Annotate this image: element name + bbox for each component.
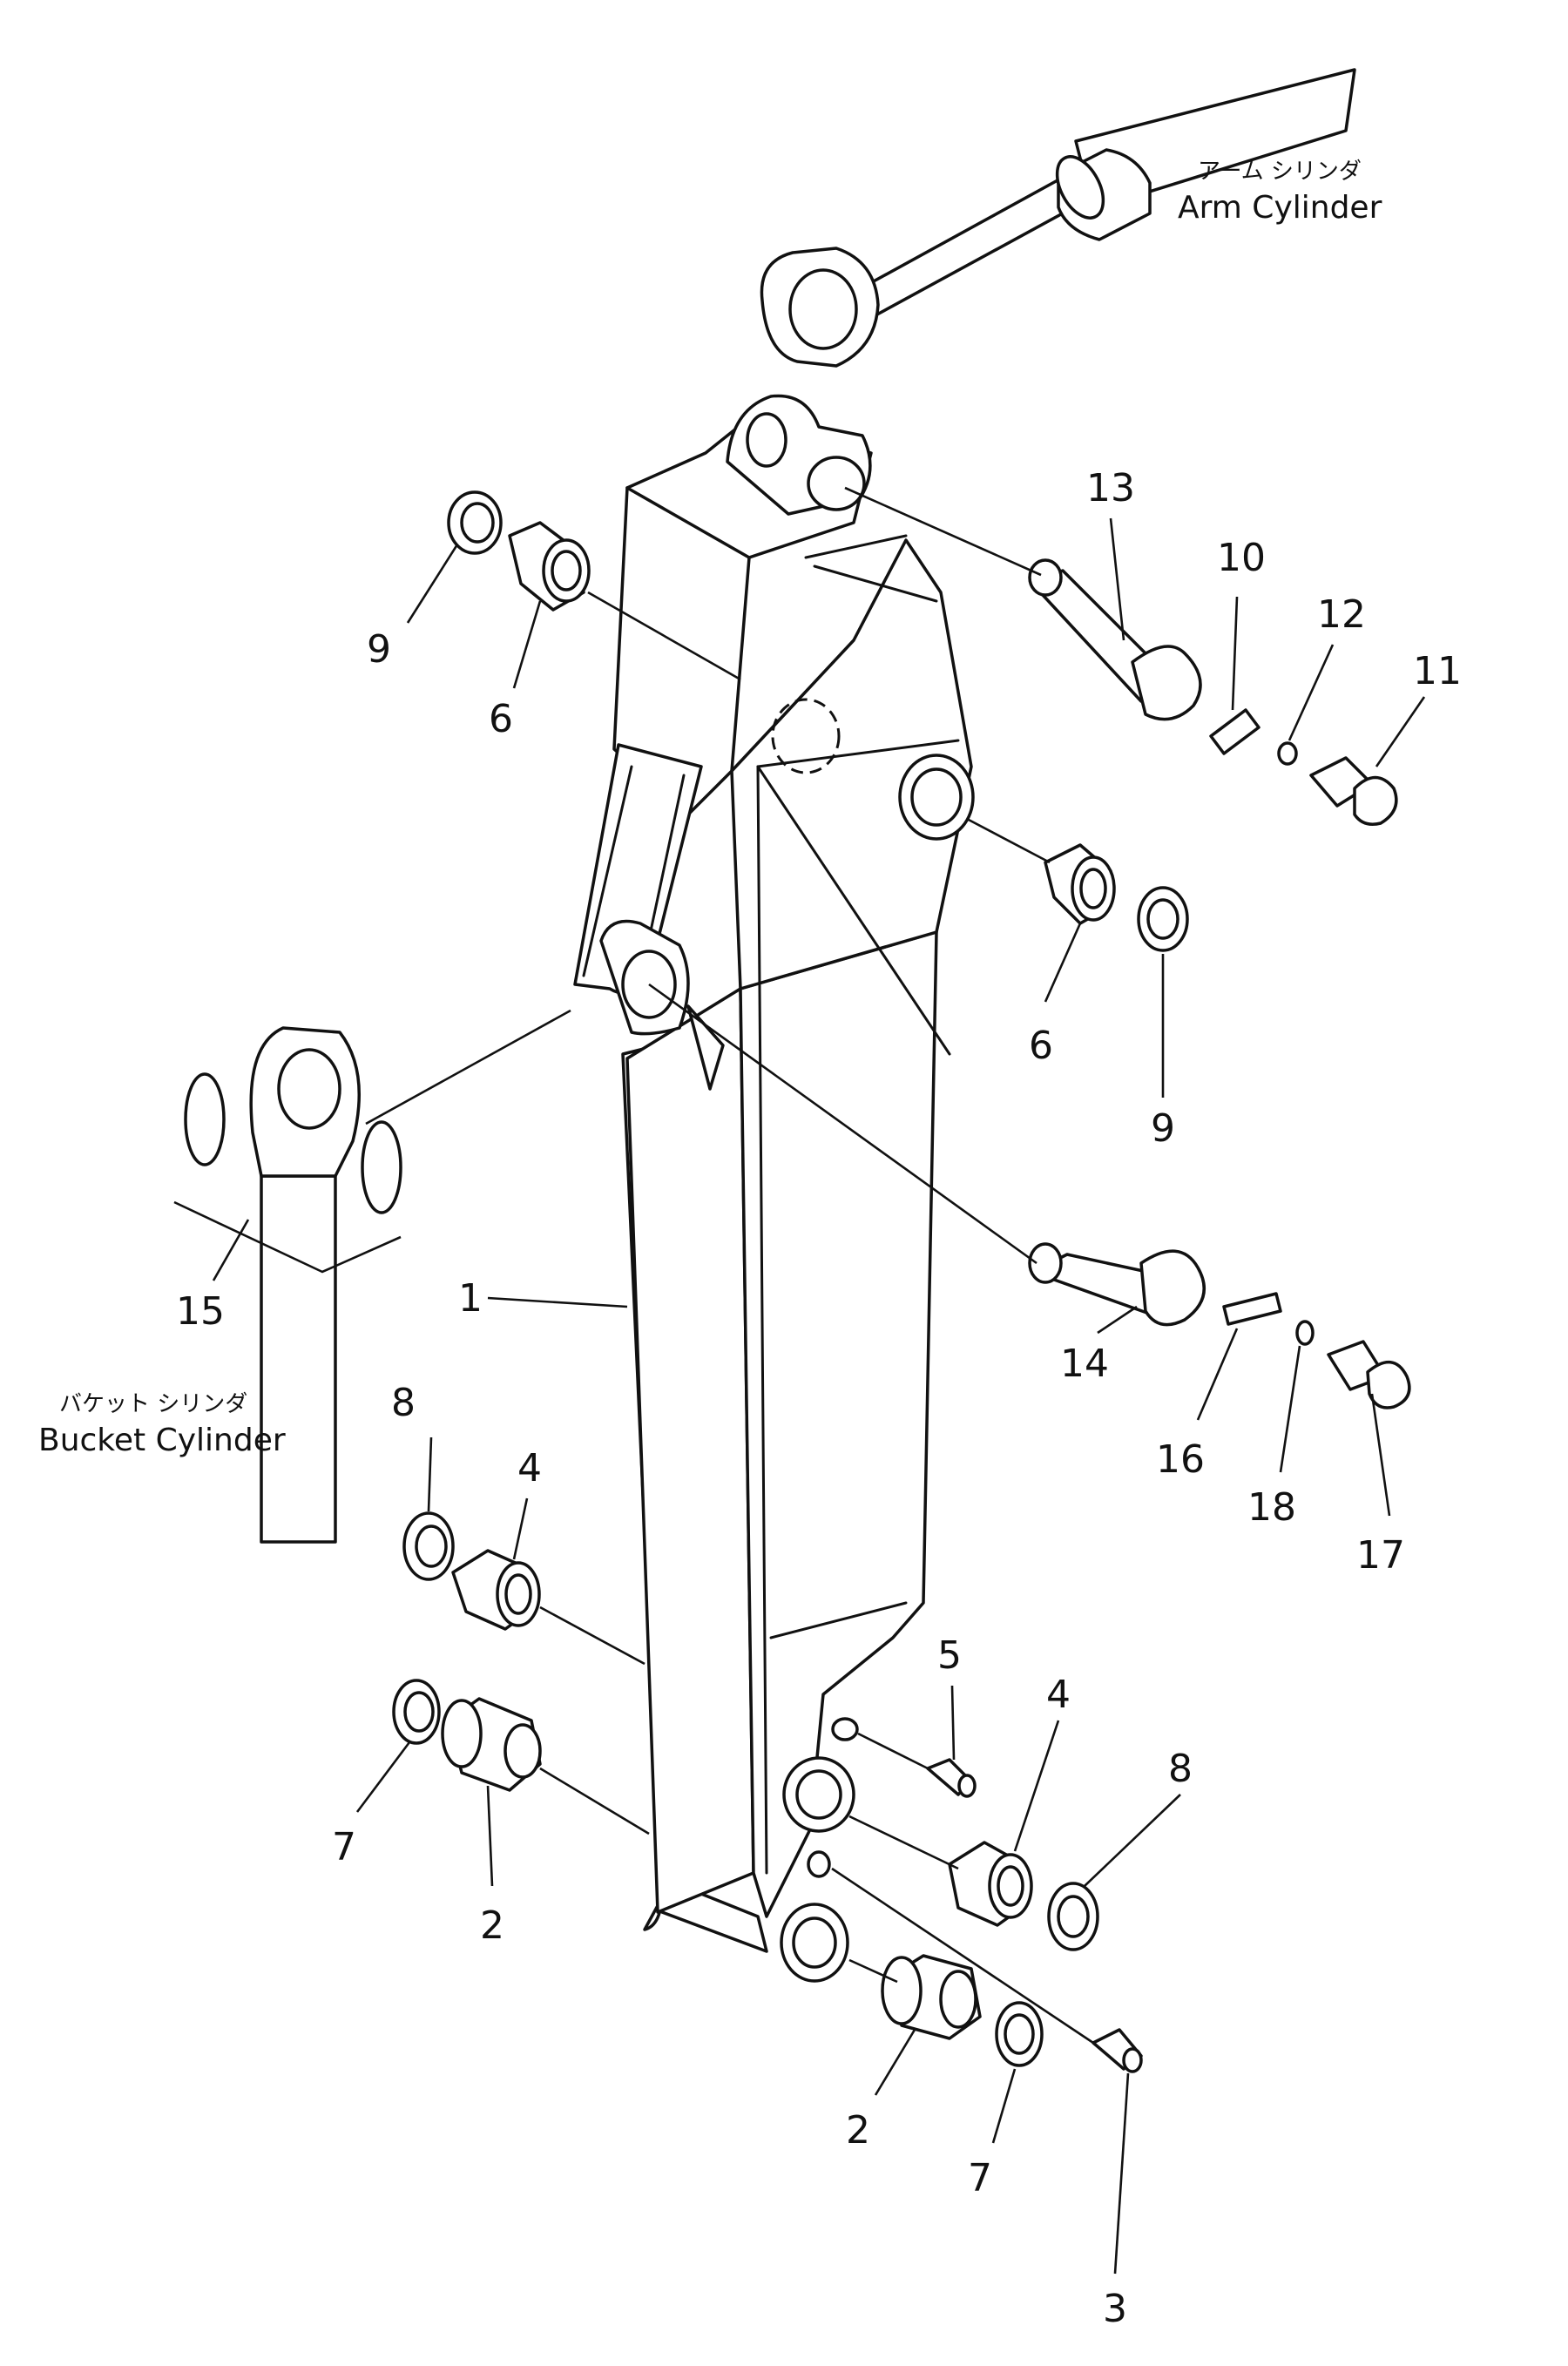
callout-6-upper: 6 [489, 697, 513, 741]
callout-numbers: 13 10 12 11 9 6 6 9 1 15 14 16 18 17 8 4… [176, 466, 1462, 2331]
bolt-11 [1309, 756, 1398, 826]
grease-fitting-5 [926, 1758, 977, 1798]
callout-4-right: 4 [1046, 1673, 1071, 1717]
pin-2-left [441, 1697, 542, 1792]
callout-2-left: 2 [480, 1903, 504, 1948]
bucket-cylinder-label-jp: バケット シリンダ [59, 1391, 247, 1417]
bolt-17 [1327, 1340, 1411, 1409]
arm-body [573, 394, 975, 1983]
seal-7-right [995, 2001, 1044, 2067]
callout-6-lower: 6 [1029, 1024, 1053, 1068]
bucket-cylinder-label-en: Bucket Cylinder [38, 1423, 286, 1458]
callout-leaders [212, 517, 1426, 2275]
callout-12: 12 [1317, 592, 1366, 637]
callout-10: 10 [1217, 536, 1266, 580]
callout-17: 17 [1356, 1533, 1405, 1578]
callout-11: 11 [1413, 649, 1462, 693]
lock-plate-10 [1209, 708, 1260, 755]
seal-8-left [402, 1511, 455, 1581]
callout-8-right: 8 [1168, 1747, 1193, 1791]
callout-15: 15 [176, 1289, 225, 1334]
bushing-6-lower [1044, 843, 1116, 925]
bushing-4-left [451, 1549, 541, 1631]
callout-8-left: 8 [391, 1381, 416, 1425]
lock-plate-16 [1222, 1292, 1282, 1326]
callout-5: 5 [937, 1633, 962, 1678]
washer-18 [1295, 1320, 1315, 1346]
callout-2-right: 2 [846, 2108, 870, 2153]
seal-7-left [392, 1679, 441, 1745]
bushing-4-right [948, 1841, 1033, 1927]
callout-18: 18 [1247, 1485, 1296, 1530]
assembly-lines [365, 486, 1094, 2045]
callout-4-left: 4 [517, 1446, 542, 1491]
bucket-cylinder: バケット シリンダ Bucket Cylinder [38, 1026, 402, 1544]
seal-9-lower [1137, 886, 1189, 952]
callout-3: 3 [1103, 2287, 1127, 2331]
callout-1: 1 [458, 1276, 483, 1321]
pin-13 [1028, 558, 1202, 721]
arm-cylinder-label-jp: アーム シリンダ [1198, 159, 1362, 185]
callout-7-right: 7 [968, 2156, 992, 2200]
callout-16: 16 [1156, 1437, 1205, 1482]
callout-14: 14 [1060, 1342, 1109, 1386]
pin-14 [1028, 1242, 1206, 1327]
seal-8-right [1047, 1882, 1099, 1951]
callout-13: 13 [1086, 466, 1135, 510]
pin-2-right [881, 1954, 982, 2040]
bushing-6-upper [508, 521, 591, 612]
grease-fitting-3 [1092, 2028, 1143, 2073]
callout-9-lower: 9 [1151, 1106, 1175, 1151]
arm-cylinder-label-en: Arm Cylinder [1178, 190, 1382, 226]
arm-cylinder: アーム シリンダ Arm Cylinder [760, 68, 1382, 368]
callout-9-upper: 9 [367, 627, 391, 672]
seal-9-upper [447, 490, 503, 555]
callout-7-left: 7 [332, 1825, 356, 1869]
washer-12 [1277, 741, 1298, 766]
